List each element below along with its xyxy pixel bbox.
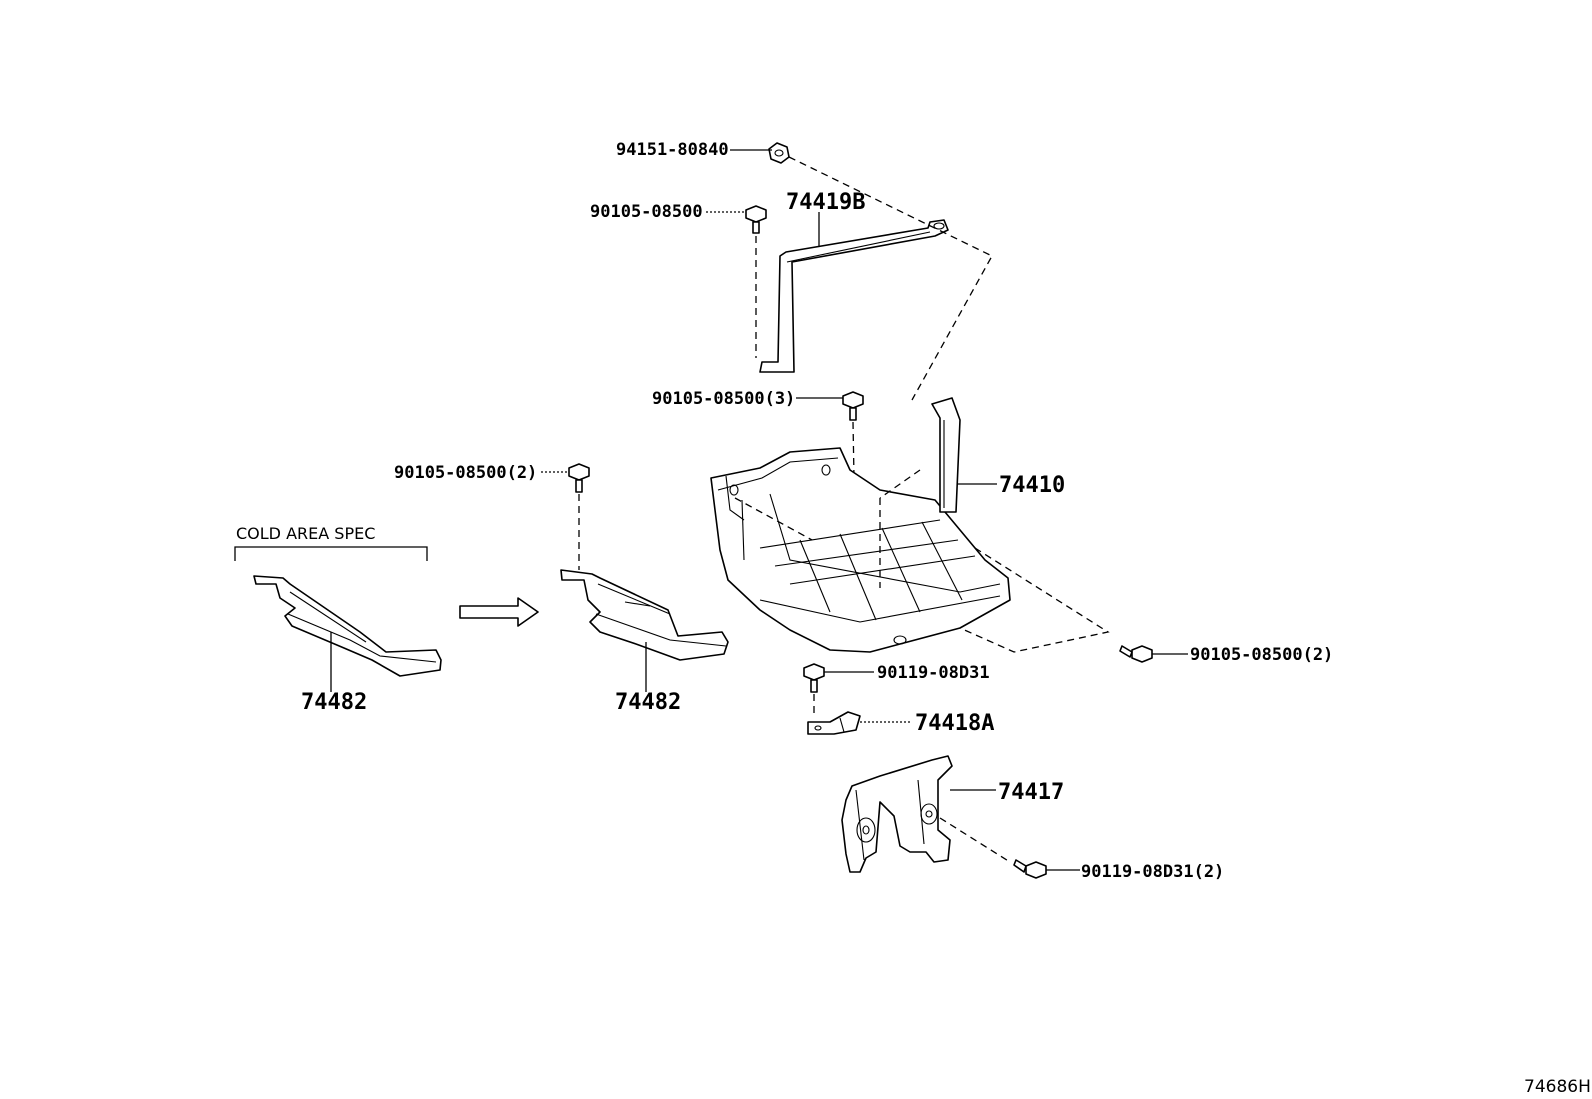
- bolt-2-right[interactable]: [1119, 645, 1153, 663]
- bolt-90119-08D31[interactable]: [803, 663, 825, 693]
- label-insulator: 74482: [615, 690, 681, 715]
- bolt-90119-08D31-2[interactable]: [1013, 859, 1047, 879]
- label-tray-74410: 74410: [999, 473, 1065, 498]
- bracket-74418A[interactable]: [807, 711, 861, 735]
- label-support-74417: 74417: [998, 780, 1064, 805]
- label-bolt-top: 90105-08500: [590, 202, 703, 222]
- bolt-top[interactable]: [745, 205, 767, 234]
- dash-support-bolt: [939, 817, 1011, 863]
- insulator-74482-cold[interactable]: [253, 575, 442, 677]
- label-bolt-2-right: 90105-08500(2): [1190, 645, 1333, 665]
- label-bolt-3: 90105-08500(3): [652, 389, 795, 409]
- label-bolt-2-left: 90105-08500(2): [394, 463, 537, 483]
- battery-clamp-74419B[interactable]: [759, 219, 949, 373]
- bolt-2-left[interactable]: [568, 463, 590, 493]
- cold-area-bracket: [234, 546, 428, 561]
- insulator-74482[interactable]: [560, 569, 729, 661]
- label-insulator-cold: 74482: [301, 690, 367, 715]
- arrow-right-icon: [459, 597, 539, 627]
- dash-guide-2: [879, 469, 921, 499]
- label-bolt-90119-2: 90119-08D31(2): [1081, 862, 1224, 882]
- battery-tray-74410[interactable]: [710, 397, 1011, 653]
- label-bolt-90119: 90119-08D31: [877, 663, 990, 683]
- dash-guide-3: [959, 547, 1110, 653]
- label-bracket-74418A: 74418A: [915, 711, 994, 736]
- label-nut-94151-80840: 94151-80840: [616, 140, 729, 160]
- reference-code: 74686H: [1524, 1077, 1591, 1097]
- support-74417[interactable]: [841, 755, 953, 873]
- dash-guide-4: [734, 497, 813, 541]
- dash-nut-clamp: [788, 156, 993, 401]
- bolt-3[interactable]: [842, 391, 864, 421]
- note-cold-area-spec: COLD AREA SPEC: [236, 524, 375, 543]
- label-clamp-74419B: 74419B: [786, 190, 865, 215]
- nut-94151-80840[interactable]: [768, 142, 790, 164]
